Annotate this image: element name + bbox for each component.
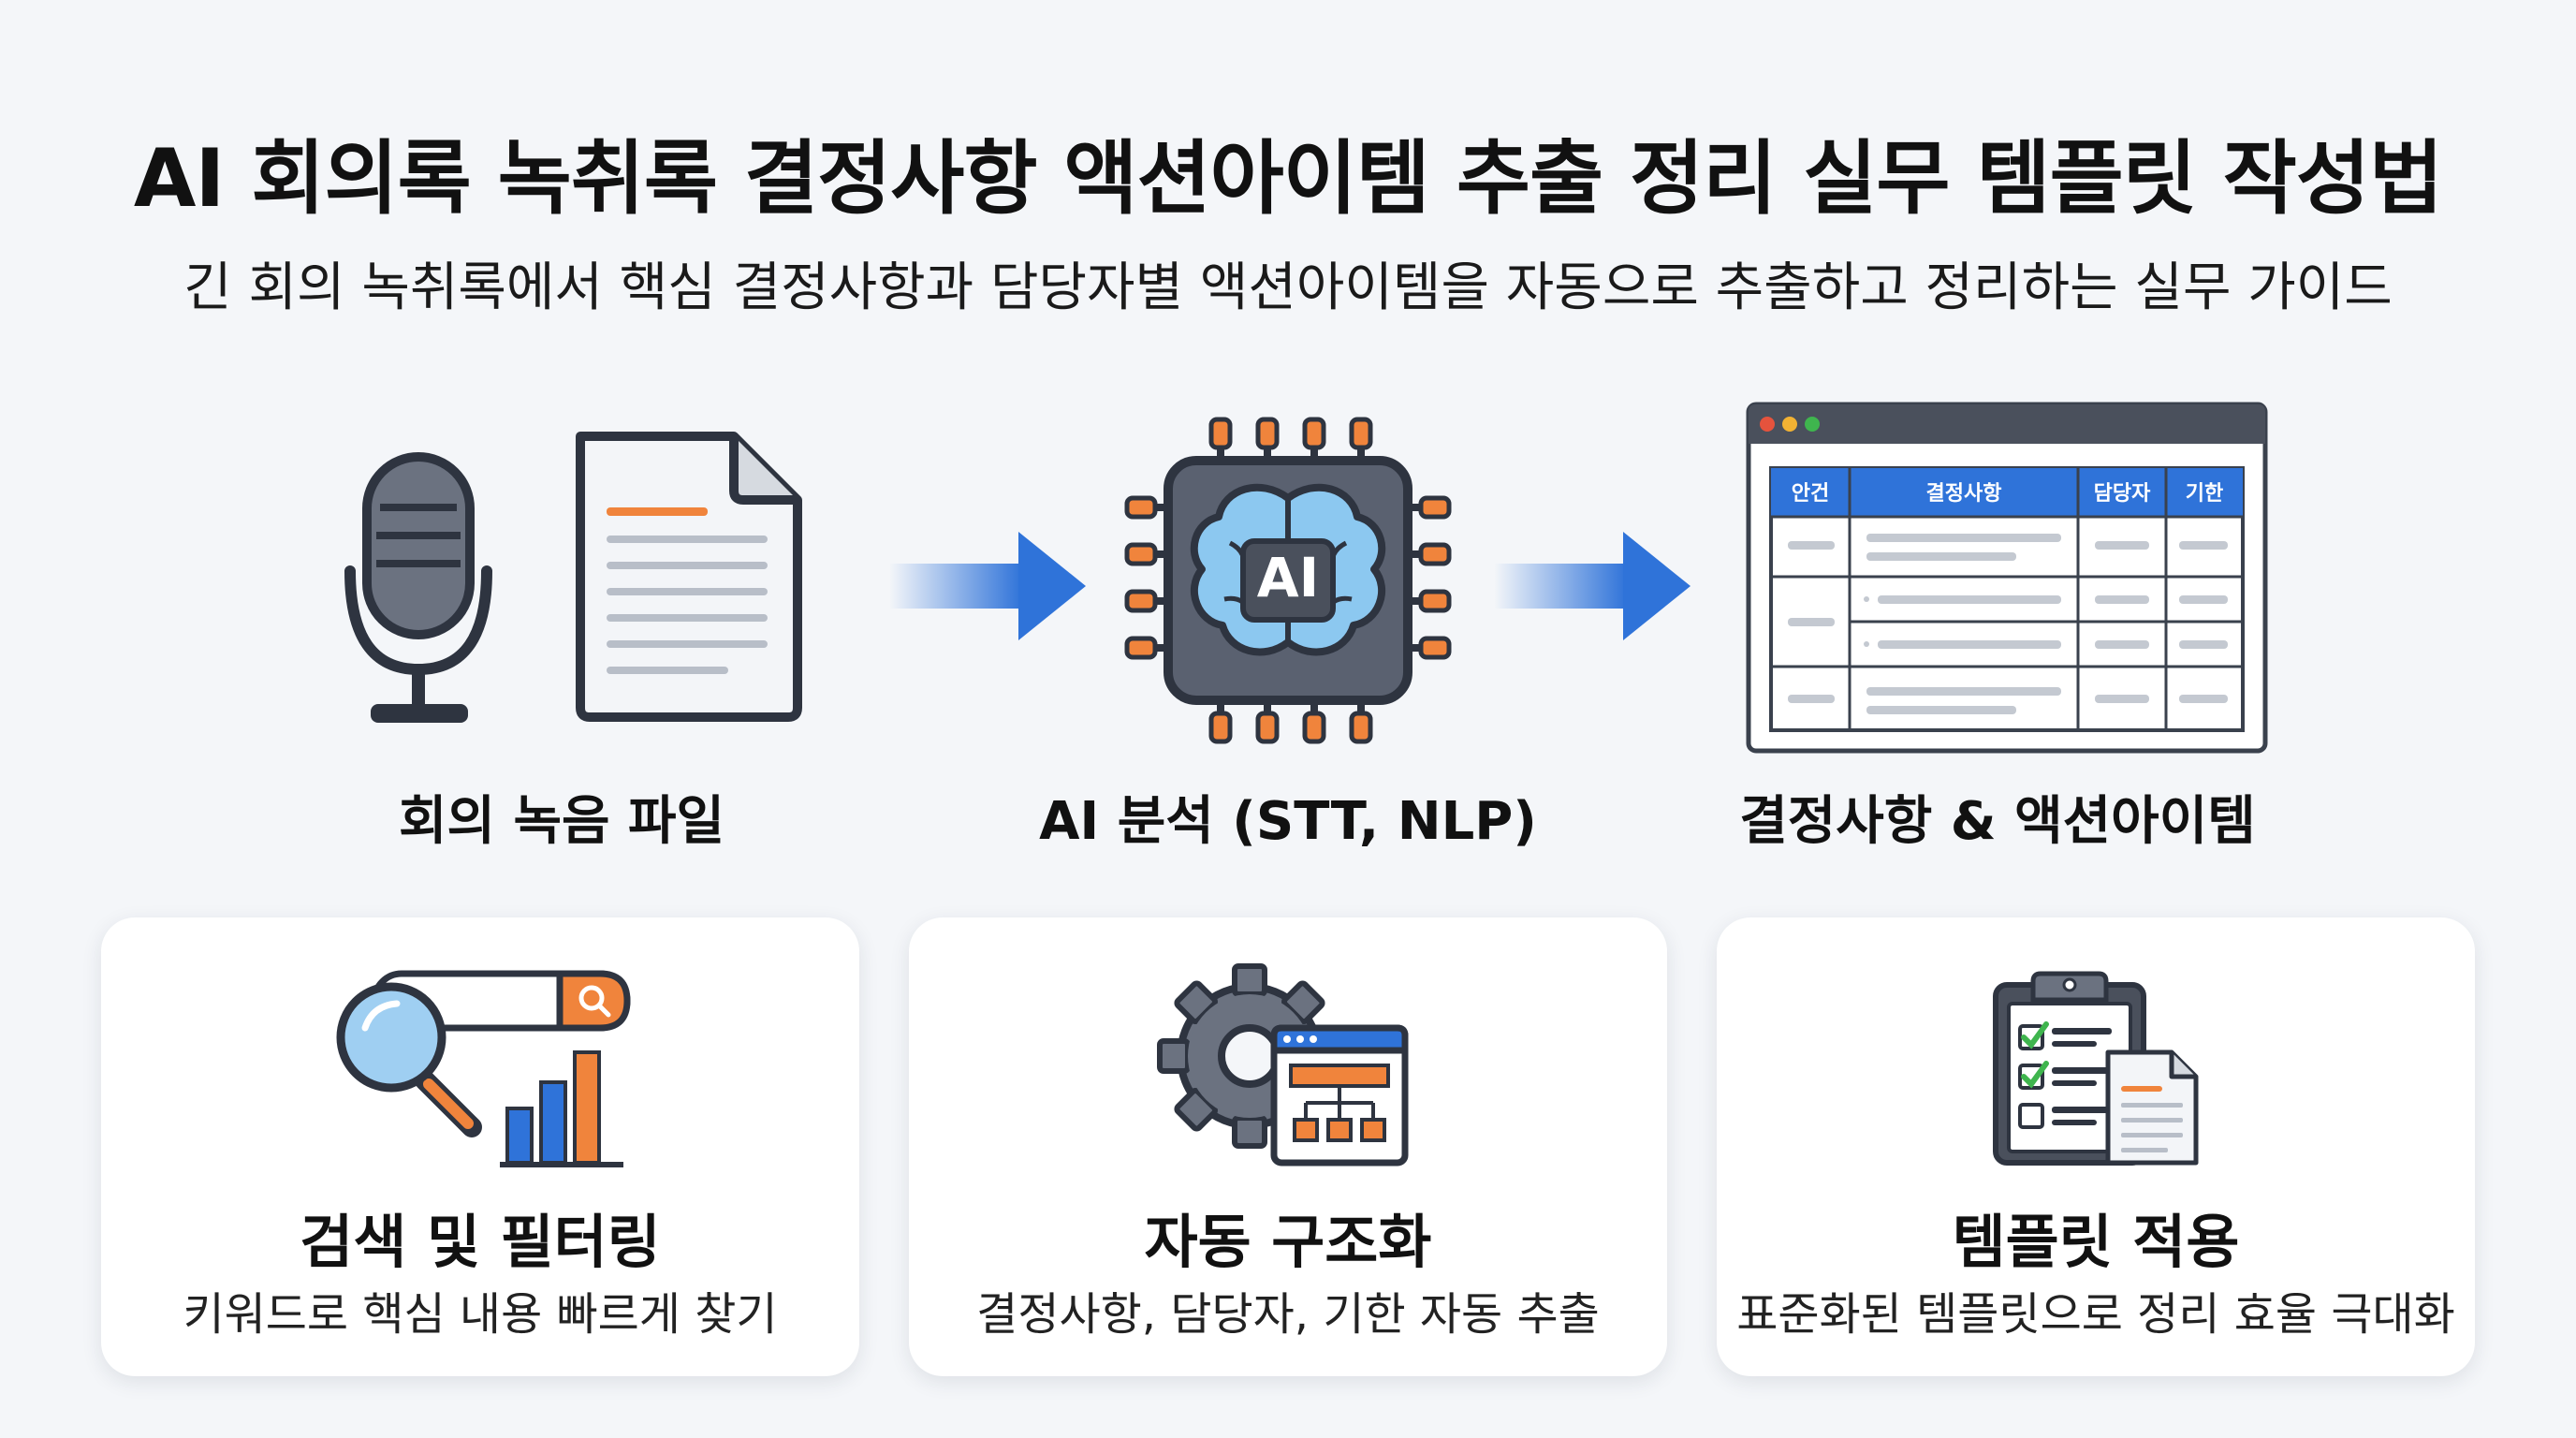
card-desc: 키워드로 핵심 내용 빠르게 찾기 xyxy=(183,1288,778,1341)
table-header-owner: 담당자 xyxy=(2094,482,2151,506)
card-title: 템플릿 적용 xyxy=(1952,1208,2240,1276)
document-icon xyxy=(576,432,802,722)
clipboard-checklist-icon xyxy=(1993,971,2199,1166)
microphone-icon xyxy=(344,452,492,723)
card-desc: 표준화된 템플릿으로 정리 효율 극대화 xyxy=(1736,1288,2455,1341)
table-header-due: 기한 xyxy=(2186,482,2223,506)
feature-card-structuring: 자동 구조화 결정사항, 담당자, 기한 자동 추출 xyxy=(909,917,1667,1376)
search-chart-icon xyxy=(336,970,631,1167)
arrow-right-icon xyxy=(889,532,1086,640)
card-title: 자동 구조화 xyxy=(1144,1208,1432,1276)
table-header-agenda: 안건 xyxy=(1792,482,1829,506)
page-title: AI 회의록 녹취록 결정사항 액션아이템 추출 정리 실무 템플릿 작성법 xyxy=(133,132,2443,226)
card-desc: 결정사항, 담당자, 기한 자동 추출 xyxy=(976,1288,1600,1341)
step-label-results: 결정사항 & 액션아이템 xyxy=(1739,791,2256,852)
card-title: 검색 및 필터링 xyxy=(300,1208,661,1276)
page-subtitle: 긴 회의 녹취록에서 핵심 결정사항과 담당자별 액션아이템을 자동으로 추출하… xyxy=(183,257,2393,318)
chip-ai-text: AI xyxy=(1257,546,1319,609)
step-label-recording: 회의 녹음 파일 xyxy=(398,791,725,852)
step-label-ai-analysis: AI 분석 (STT, NLP) xyxy=(1039,791,1537,852)
table-window-icon: 안건 결정사항 담당자 기한 xyxy=(1746,402,2268,754)
feature-card-search: 검색 및 필터링 키워드로 핵심 내용 빠르게 찾기 xyxy=(101,917,859,1376)
gear-structure-icon xyxy=(1157,963,1409,1167)
feature-card-template: 템플릿 적용 표준화된 템플릿으로 정리 효율 극대화 xyxy=(1717,917,2475,1376)
table-header-decision: 결정사항 xyxy=(1926,482,2002,506)
ai-brain-chip-icon: AI xyxy=(1124,417,1452,744)
arrow-right-icon xyxy=(1494,532,1690,640)
